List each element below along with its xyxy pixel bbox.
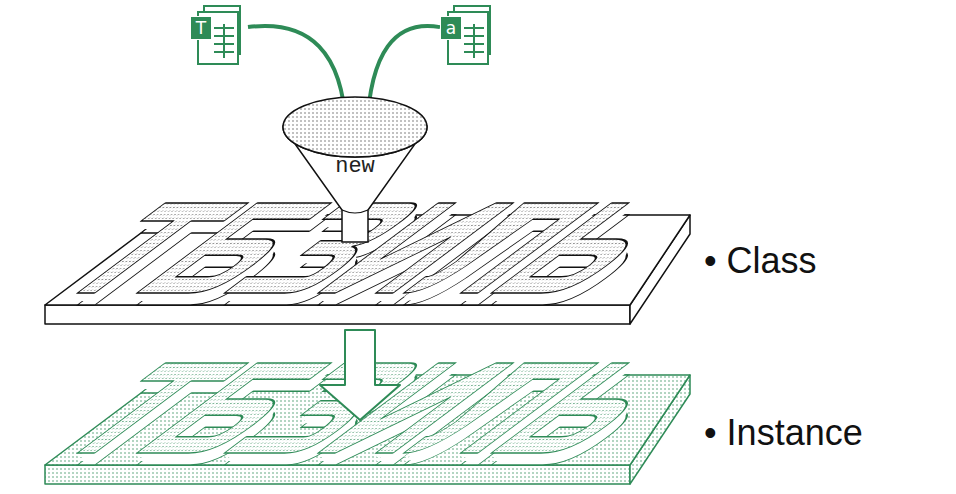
spreadsheet-node: T <box>190 4 248 70</box>
funnel-node: new <box>280 92 430 242</box>
icon-letter: a <box>440 16 462 40</box>
concept-label: • Instance <box>704 412 863 454</box>
concept-label: • Class <box>704 240 817 282</box>
spreadsheet-node: a <box>440 4 498 70</box>
icon-letter: T <box>190 16 212 40</box>
operator-label: new <box>280 154 430 179</box>
down-arrow <box>320 330 400 420</box>
